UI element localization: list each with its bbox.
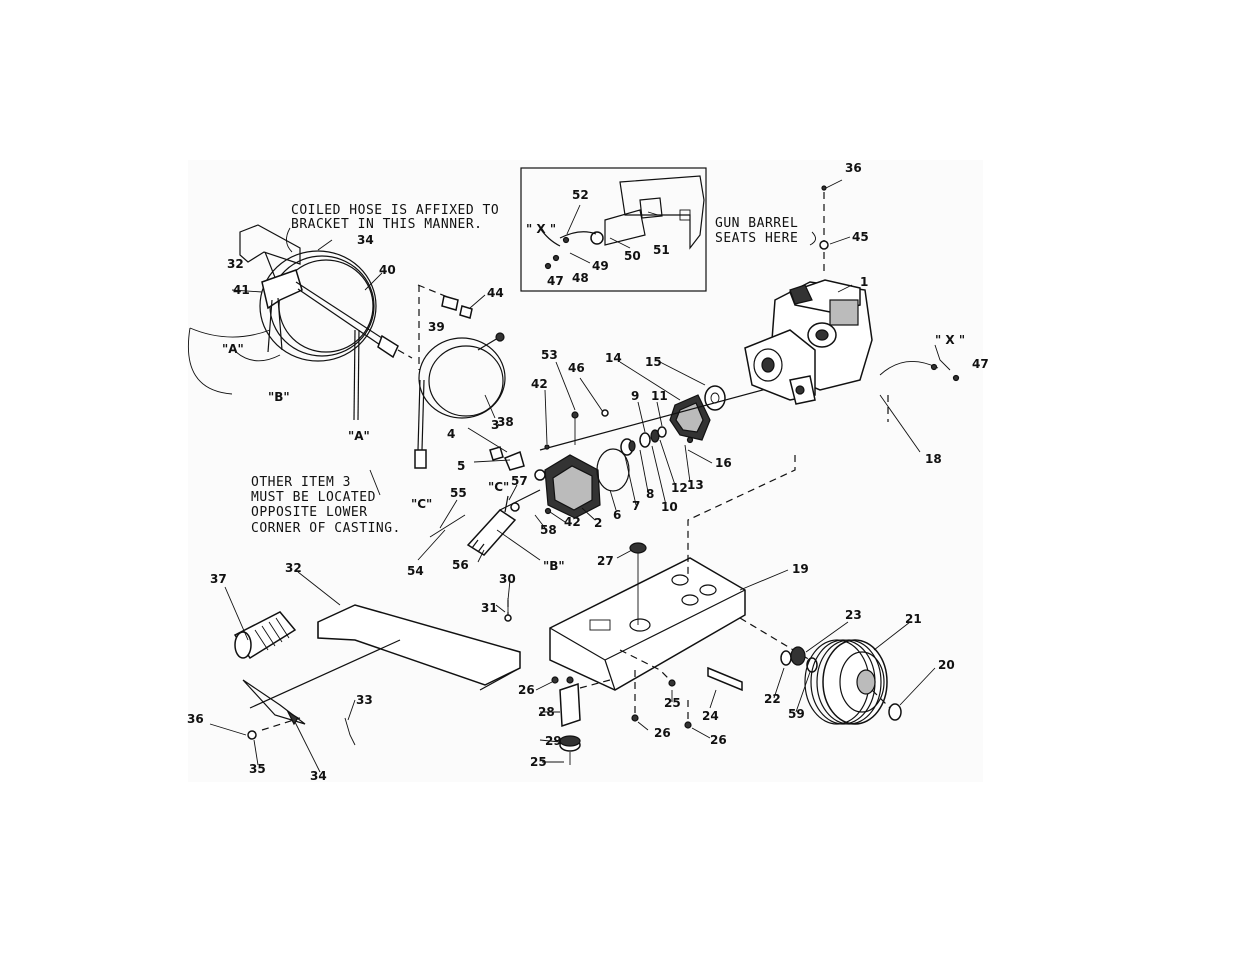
callout-52: 52 [572, 188, 589, 202]
callout-34-bottom: 34 [310, 769, 327, 783]
gun-barrel-note-line2: SEATS HERE [715, 231, 798, 246]
callout-20: 20 [938, 658, 955, 672]
gun-barrel-note-line1: GUN BARREL [715, 216, 798, 231]
callout-27: 27 [597, 554, 614, 568]
callout-37: 37 [210, 572, 227, 586]
callout-1: 1 [860, 275, 868, 289]
callout-49: 49 [592, 259, 609, 273]
callout-35: 35 [249, 762, 266, 776]
ref-c-valve: "C" [488, 480, 509, 494]
callout-40: 40 [379, 263, 396, 277]
ref-b-left: "B" [268, 390, 290, 404]
callout-32-bottom: 32 [285, 561, 302, 575]
ref-c-hose: "C" [411, 497, 432, 511]
callout-29: 29 [545, 734, 562, 748]
callout-26-c: 26 [710, 733, 727, 747]
callout-10: 10 [661, 500, 678, 514]
callout-56: 56 [452, 558, 469, 572]
callout-12: 12 [671, 481, 688, 495]
callout-36-bottom: 36 [187, 712, 204, 726]
ref-x-inset: " X " [526, 222, 556, 236]
callout-50: 50 [624, 249, 641, 263]
hose-reel-assembly [189, 224, 413, 421]
callout-42-bottom: 42 [564, 515, 581, 529]
callout-38: 38 [497, 415, 514, 429]
coiled-hose-note-line1: COILED HOSE IS AFFIXED TO [291, 203, 499, 218]
callout-25-b: 25 [664, 696, 681, 710]
callout-30: 30 [499, 572, 516, 586]
other-item-note-line2: MUST BE LOCATED [251, 490, 376, 505]
ref-b-valve: "B" [543, 559, 565, 573]
callout-47-inset: 47 [547, 274, 564, 288]
high-pressure-hose [414, 284, 506, 469]
callout-36-top: 36 [845, 161, 862, 175]
callout-51: 51 [653, 243, 670, 257]
callout-39: 39 [428, 320, 445, 334]
wheel-assembly [707, 617, 902, 725]
engine [744, 185, 960, 405]
callout-44: 44 [487, 286, 504, 300]
callout-42-top: 42 [531, 377, 548, 391]
ref-x-right: " X " [935, 333, 965, 347]
callout-9: 9 [631, 389, 639, 403]
callout-25: 25 [530, 755, 547, 769]
leader-lines [187, 179, 936, 773]
callout-58: 58 [540, 523, 557, 537]
callout-28: 28 [538, 705, 555, 719]
callout-34-top: 34 [357, 233, 374, 247]
coiled-hose-note-line2: BRACKET IN THIS MANNER. [291, 217, 483, 232]
callout-31: 31 [481, 601, 498, 615]
callout-59: 59 [788, 707, 805, 721]
callout-21: 21 [905, 612, 922, 626]
pump-assembly [489, 385, 771, 519]
callout-32-top: 32 [227, 257, 244, 271]
callout-16: 16 [715, 456, 732, 470]
callout-4: 4 [447, 427, 455, 441]
other-item-note-line4: CORNER OF CASTING. [251, 521, 401, 536]
callout-7: 7 [632, 499, 640, 513]
callout-23: 23 [845, 608, 862, 622]
callout-26-a: 26 [518, 683, 535, 697]
callout-6: 6 [613, 508, 621, 522]
inset-detail [520, 167, 707, 292]
callout-54: 54 [407, 564, 424, 578]
callout-5: 5 [457, 459, 465, 473]
callout-19: 19 [792, 562, 809, 576]
base-frame [233, 395, 889, 765]
callout-47-right: 47 [972, 357, 989, 371]
callout-55: 55 [450, 486, 467, 500]
unloader-valve [429, 489, 541, 561]
other-item-note-line3: OPPOSITE LOWER [251, 505, 368, 520]
callout-33: 33 [356, 693, 373, 707]
callout-2: 2 [594, 516, 602, 530]
callout-57: 57 [511, 474, 528, 488]
callout-11: 11 [651, 389, 668, 403]
ref-a-bottom: "A" [348, 429, 370, 443]
callout-22: 22 [764, 692, 781, 706]
callout-18: 18 [925, 452, 942, 466]
callout-14: 14 [605, 351, 622, 365]
callout-53: 53 [541, 348, 558, 362]
callout-48: 48 [572, 271, 589, 285]
callout-24: 24 [702, 709, 719, 723]
callout-8: 8 [646, 487, 654, 501]
callout-46: 46 [568, 361, 585, 375]
callout-45: 45 [852, 230, 869, 244]
ref-a-left: "A" [222, 342, 244, 356]
other-item-note-line1: OTHER ITEM 3 [251, 475, 351, 490]
callout-15: 15 [645, 355, 662, 369]
callout-26-b: 26 [654, 726, 671, 740]
callout-41: 41 [233, 283, 250, 297]
callout-3-top: 3 [491, 418, 499, 432]
callout-13: 13 [687, 478, 704, 492]
